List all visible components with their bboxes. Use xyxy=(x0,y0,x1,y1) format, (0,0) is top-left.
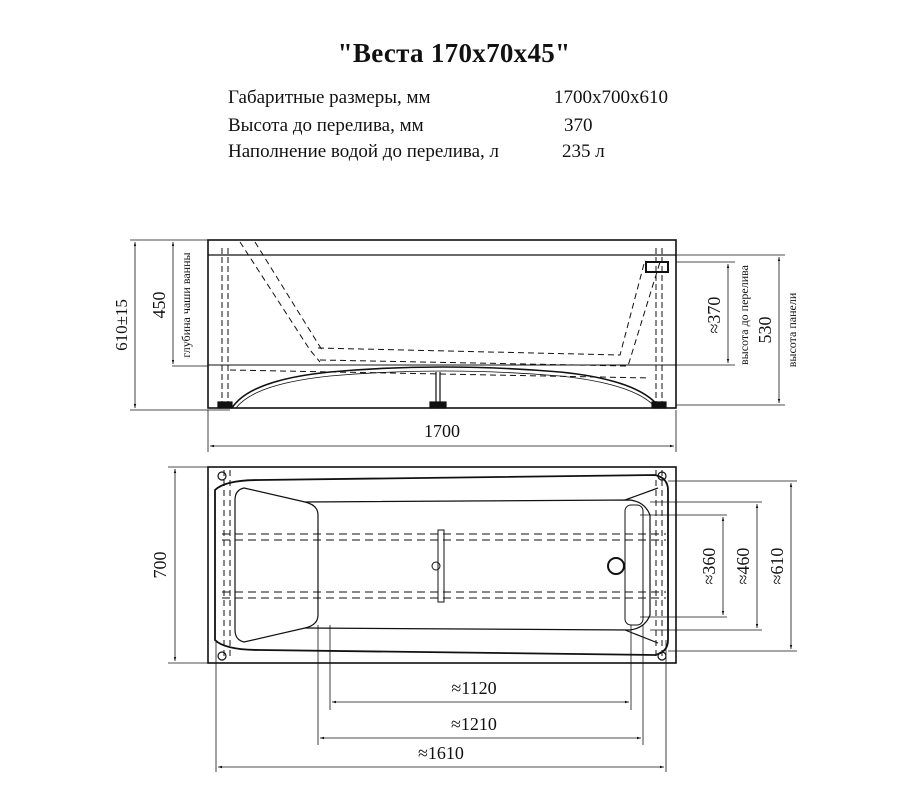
dim-total-height: 610±15 xyxy=(112,299,131,351)
side-view xyxy=(130,239,785,452)
dim-panel-height: 530 xyxy=(755,317,775,344)
top-view xyxy=(168,466,797,772)
spec-label: Наполнение водой до перелива, л xyxy=(228,141,500,162)
spec-label: Габаритные размеры, мм xyxy=(228,87,431,108)
dim-panel-caption: высота панели xyxy=(785,292,799,367)
dim-length: 1700 xyxy=(424,421,460,441)
spec-value: 1700x700x610 xyxy=(554,87,668,108)
dim-460: ≈460 xyxy=(733,548,753,585)
dim-bowl-depth: 450 xyxy=(149,292,169,319)
spec-label: Высота до перелива, мм xyxy=(228,115,424,136)
dim-width: 700 xyxy=(150,552,170,579)
dim-1610: ≈1610 xyxy=(418,743,464,763)
dim-overflow-caption: высота до перелива xyxy=(737,264,751,365)
dim-610: ≈610 xyxy=(767,548,787,585)
dim-1120: ≈1120 xyxy=(451,678,496,698)
dim-360: ≈360 xyxy=(699,548,719,585)
spec-value: 370 xyxy=(564,115,593,136)
dim-overflow-height: ≈370 xyxy=(704,297,724,334)
dim-bowl-depth-caption: глубина чаши ванны xyxy=(179,252,193,357)
dim-1210: ≈1210 xyxy=(451,714,497,734)
spec-value: 235 л xyxy=(562,141,605,162)
drawing-title: "Веста 170x70x45" xyxy=(337,38,571,68)
